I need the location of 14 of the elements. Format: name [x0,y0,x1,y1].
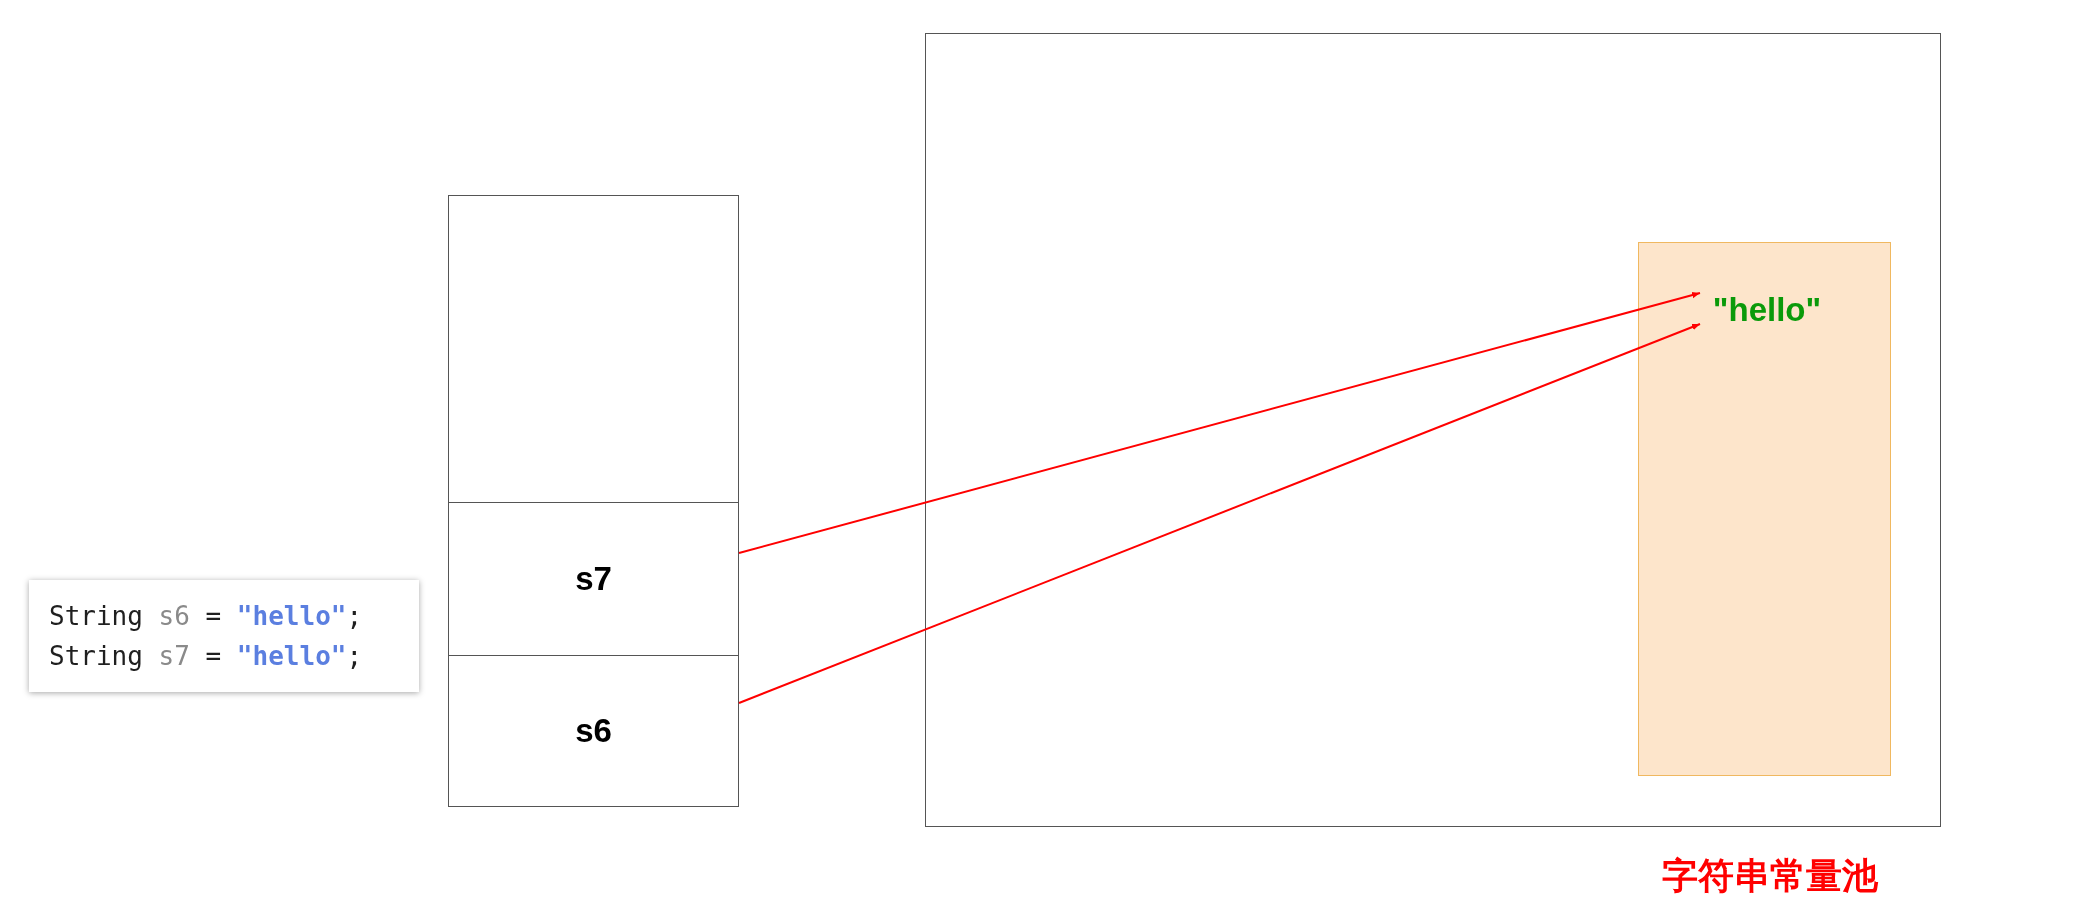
stack-cell [448,195,739,503]
string-pool-area [1638,242,1891,776]
code-line: String s7 = "hello"; [49,641,364,671]
arrow [738,323,1701,704]
stack-cell [448,502,739,656]
code-card [29,580,419,692]
string-literal: "hello" [1702,290,1832,330]
pool-label: 字符串常量池 [1662,854,1878,898]
stack-cell [448,655,739,807]
variable-name: s7 [575,560,612,598]
code-line: String s6 = "hello"; [49,601,364,631]
variable-name: s6 [575,712,612,750]
heap-area [925,33,1941,827]
arrow [738,292,1701,554]
